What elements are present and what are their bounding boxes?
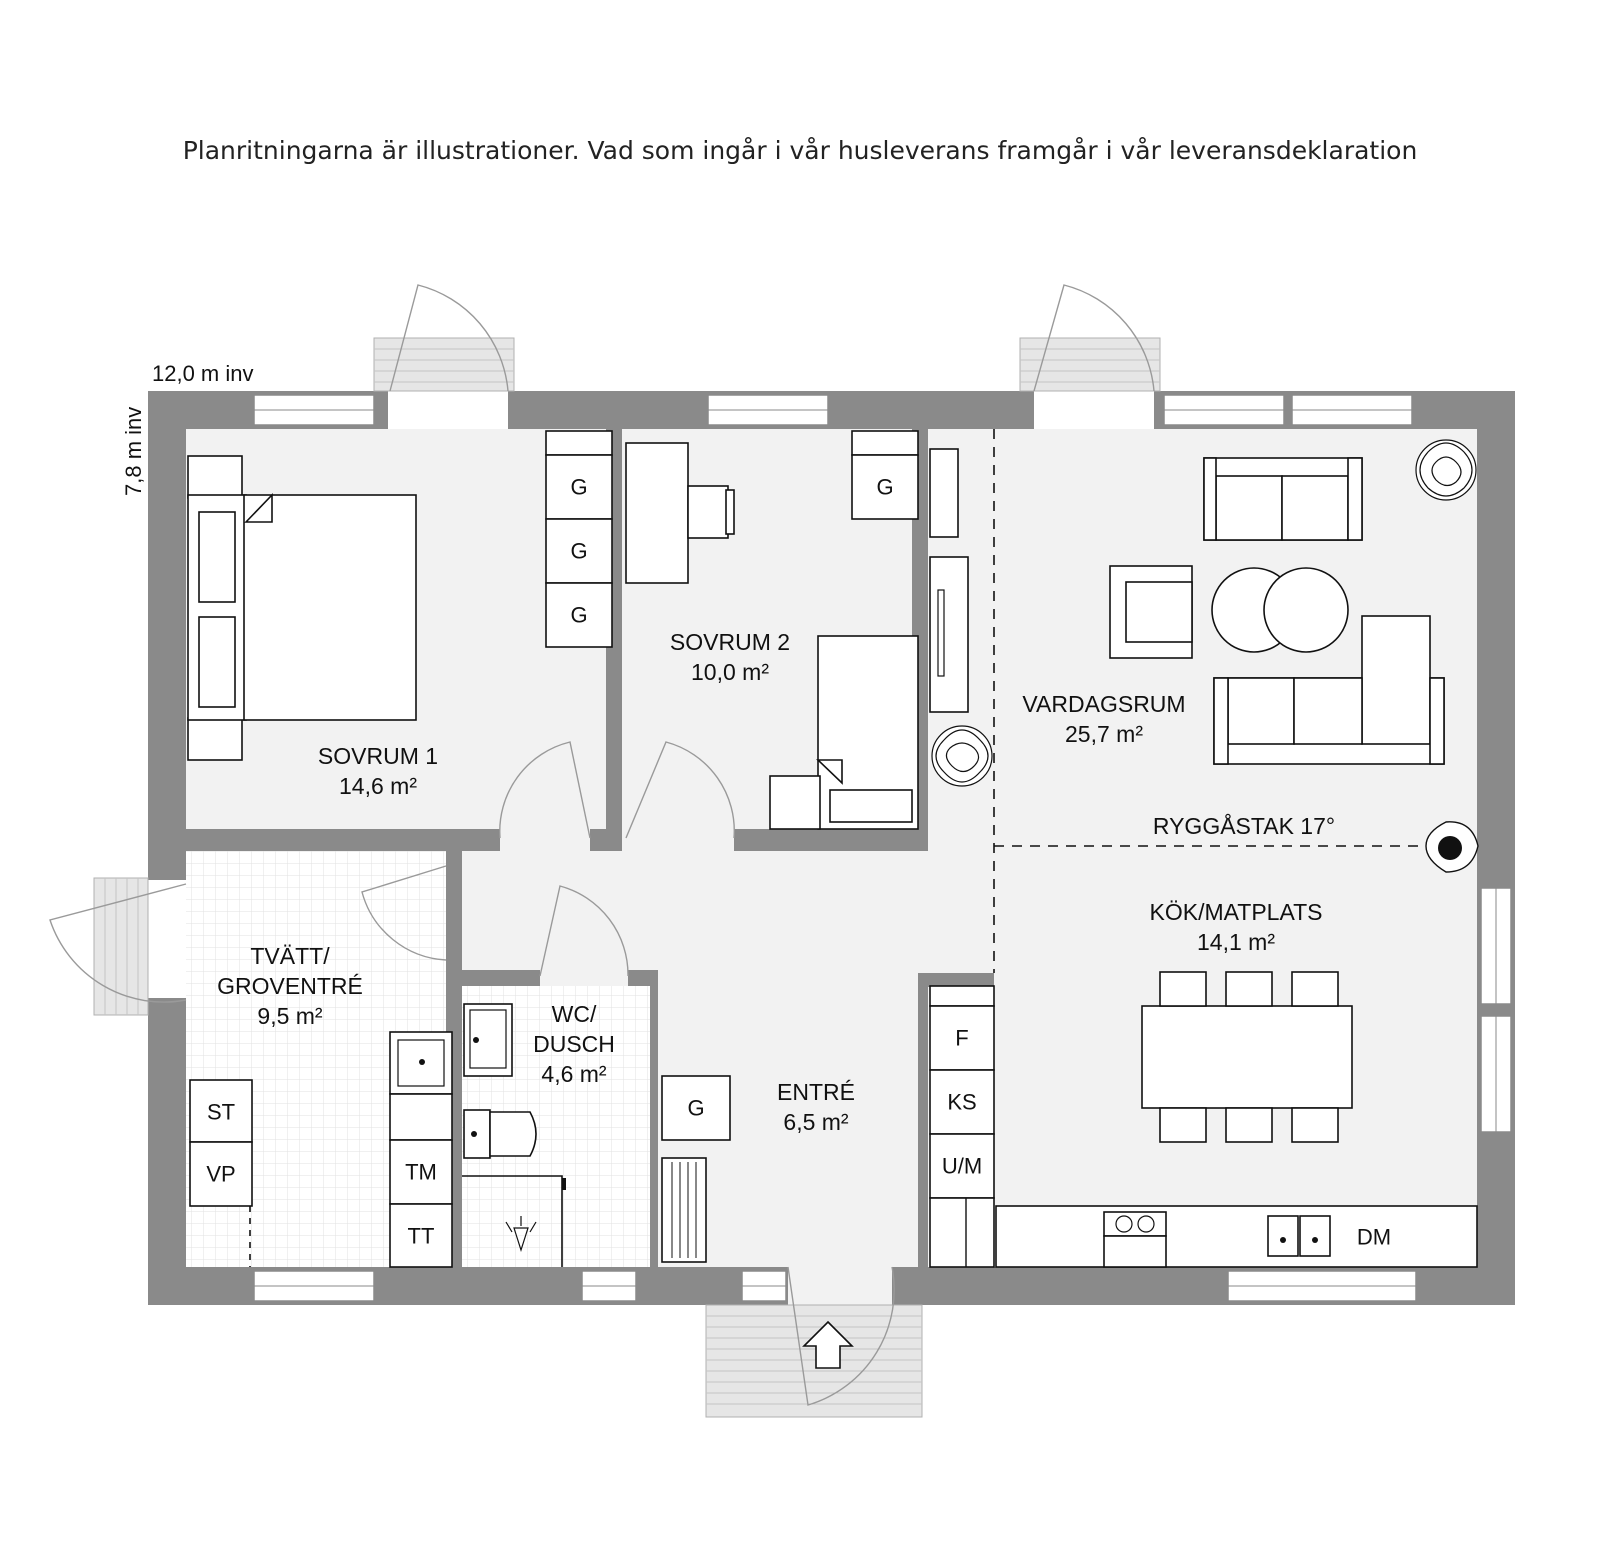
single-bed — [769, 635, 919, 830]
room-name-vardagsrum: VARDAGSRUM — [1022, 691, 1185, 717]
drying-cabinet-label: ST — [207, 1100, 235, 1125]
toilet-icon — [463, 1109, 537, 1159]
wall-wc-east — [650, 970, 658, 1267]
door-opening-sovrum1 — [388, 391, 508, 429]
dimension-depth: 7,8 m inv — [121, 407, 146, 496]
deck-north-west — [373, 337, 515, 392]
armchair — [1109, 565, 1193, 659]
fridge-freezer-label: KS — [947, 1090, 976, 1115]
wall-kitchen-stub — [918, 973, 994, 987]
coffee-tables — [1211, 567, 1349, 653]
plant-icon — [931, 725, 993, 787]
room-name-wc-line1: WC/ — [552, 1001, 597, 1027]
corner-sofa — [1213, 615, 1445, 765]
room-name-kok: KÖK/MATPLATS — [1150, 899, 1323, 925]
shower-area — [462, 1175, 566, 1267]
deck-north-east — [1019, 337, 1161, 392]
room-area-vardagsrum: 25,7 m² — [1065, 721, 1143, 747]
room-name-entre: ENTRÉ — [777, 1079, 855, 1105]
wardrobe-label: G — [570, 539, 587, 564]
plant-icon — [1415, 439, 1477, 501]
wardrobe-label: G — [687, 1096, 704, 1121]
laundry-units — [189, 1031, 453, 1268]
deck-south-entre — [705, 1304, 923, 1418]
dishwasher-label: DM — [1357, 1225, 1391, 1250]
hall-shelves — [929, 448, 969, 713]
washer-label: TM — [405, 1160, 437, 1185]
wall-wc-north-a — [462, 970, 540, 986]
dimension-width: 12,0 m inv — [152, 361, 254, 386]
kitchen-counter — [995, 1205, 1478, 1268]
double-bed — [187, 455, 417, 761]
entrance-arrow-icon — [802, 1320, 854, 1369]
roof-label: RYGGÅSTAK 17° — [1153, 812, 1335, 839]
room-area-sovrum1: 14,6 m² — [339, 773, 417, 799]
water-heater-label: VP — [206, 1162, 235, 1187]
dining-table — [1141, 971, 1353, 1143]
wall-sovrum1-south — [186, 829, 500, 851]
shoe-rack — [661, 1157, 707, 1263]
room-name-sovrum2: SOVRUM 2 — [670, 629, 790, 655]
room-name-sovrum1: SOVRUM 1 — [318, 743, 438, 769]
wardrobe-entre — [661, 1075, 731, 1141]
wardrobe-label: G — [876, 475, 893, 500]
wall-entre-east — [918, 973, 928, 1267]
room-area-entre: 6,5 m² — [783, 1109, 849, 1135]
room-area-sovrum2: 10,0 m² — [691, 659, 769, 685]
freezer-label: F — [955, 1026, 968, 1051]
room-area-kok: 14,1 m² — [1197, 929, 1275, 955]
sink-cabinet-wc — [463, 1003, 513, 1077]
roof-ridge-line — [993, 429, 1444, 973]
wardrobe-label: G — [570, 603, 587, 628]
door-opening-entre — [788, 1267, 892, 1305]
room-area-tvatt: 9,5 m² — [257, 1003, 323, 1029]
door-swings — [49, 284, 1155, 1406]
room-name-wc-line2: DUSCH — [533, 1031, 615, 1057]
disclaimer-text: Planritningarna är illustrationer. Vad s… — [182, 136, 1418, 165]
wardrobe-sovrum2 — [851, 430, 919, 520]
room-area-wc: 4,6 m² — [541, 1061, 607, 1087]
stove-icon — [1425, 821, 1479, 873]
wardrobe-label: G — [570, 475, 587, 500]
wall-sovrum2-south — [734, 829, 928, 851]
door-opening-laundry — [148, 880, 186, 998]
room-name-tvatt-line2: GROVENTRÉ — [217, 973, 363, 999]
oven-micro-label: U/M — [942, 1154, 982, 1179]
door-opening-vardagsrum — [1034, 391, 1154, 429]
room-name-tvatt-line1: TVÄTT/ — [250, 943, 330, 969]
dryer-label: TT — [408, 1224, 435, 1249]
kitchen-tall-units — [929, 985, 995, 1268]
sofa-small — [1203, 457, 1363, 541]
wardrobes-sovrum1 — [545, 430, 613, 648]
desk-and-chair — [625, 442, 735, 584]
